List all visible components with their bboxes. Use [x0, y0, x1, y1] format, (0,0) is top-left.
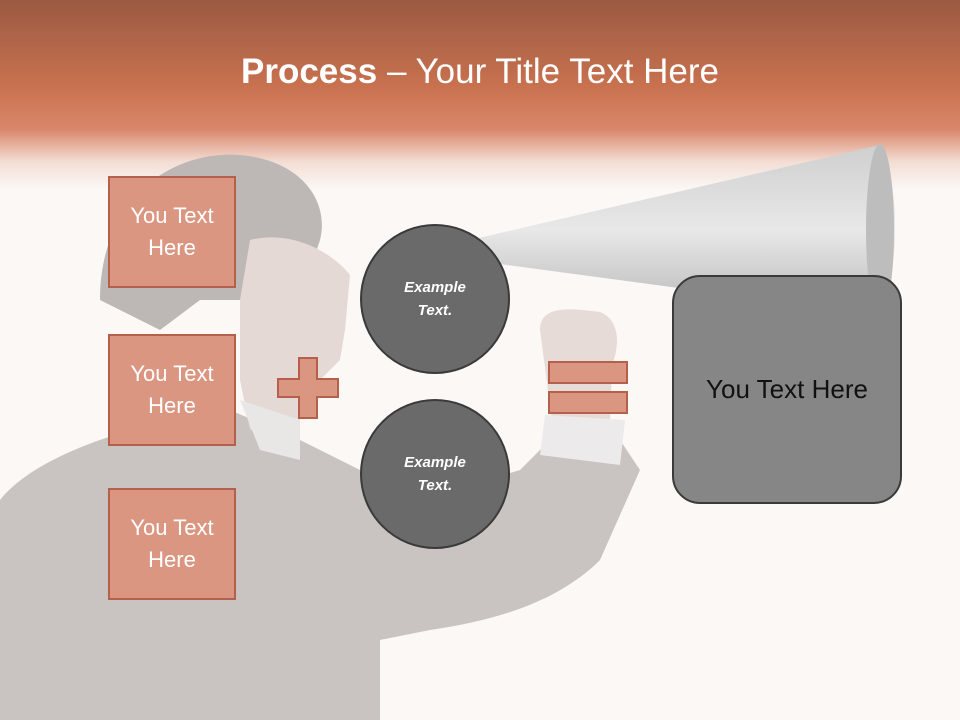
title-rest: – Your Title Text Here	[377, 52, 719, 91]
circle-2-label: Example Text.	[404, 454, 466, 494]
text-box-3-label: You Text Here	[130, 515, 214, 572]
text-box-2[interactable]: You Text Here	[108, 334, 236, 446]
title-banner	[0, 0, 960, 190]
circle-2[interactable]: Example Text.	[360, 399, 510, 549]
circle-1-label: Example Text.	[404, 279, 466, 319]
result-box-label: You Text Here	[706, 374, 868, 404]
text-box-1-label: You Text Here	[130, 203, 214, 260]
text-box-3[interactable]: You Text Here	[108, 488, 236, 600]
text-box-2-label: You Text Here	[130, 361, 214, 418]
slide-title: Process – Your Title Text Here	[0, 52, 960, 92]
circle-1[interactable]: Example Text.	[360, 224, 510, 374]
equals-icon	[548, 361, 628, 414]
result-box[interactable]: You Text Here	[672, 275, 902, 504]
text-box-1[interactable]: You Text Here	[108, 176, 236, 288]
plus-icon	[277, 357, 339, 419]
title-bold: Process	[241, 52, 378, 91]
